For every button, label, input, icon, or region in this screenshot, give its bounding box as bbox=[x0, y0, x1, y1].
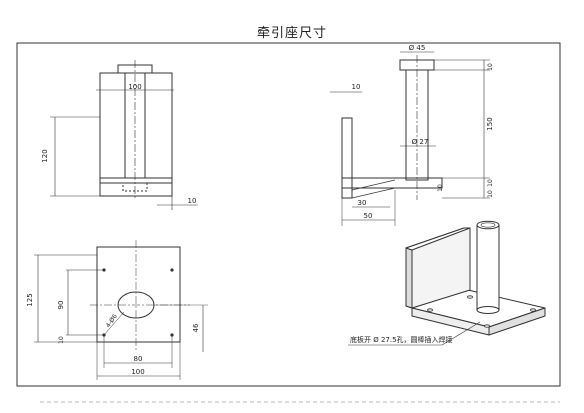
front-height-label: 120 bbox=[41, 149, 49, 162]
iso-hole bbox=[530, 308, 536, 312]
front-width-label: 100 bbox=[128, 83, 141, 91]
mount-hole bbox=[170, 333, 174, 337]
iso-hole bbox=[467, 295, 473, 299]
side-height-label: 150 bbox=[486, 117, 494, 130]
side-bottom-label-b: 10 bbox=[487, 190, 494, 198]
iso-note-leader bbox=[441, 321, 481, 346]
iso-note: 底板开 Ø 27.5孔，圆棒插入焊接 bbox=[350, 335, 453, 344]
iso-hole bbox=[484, 324, 490, 328]
front-hidden-hole bbox=[122, 182, 148, 192]
drawing-frame bbox=[16, 42, 561, 387]
mount-hole bbox=[102, 268, 106, 272]
side-wall-label: 10 bbox=[352, 83, 361, 91]
iso-mount-holes bbox=[427, 295, 536, 328]
side-wall bbox=[341, 117, 353, 199]
side-gusset bbox=[351, 179, 396, 191]
bottom-center-label: 46 bbox=[192, 323, 200, 332]
mount-hole bbox=[102, 333, 106, 337]
mount-hole bbox=[170, 268, 174, 272]
iso-pin-body bbox=[476, 224, 500, 311]
bottom-hole-spacing-v-label: 90 bbox=[57, 301, 65, 310]
iso-plate-right bbox=[488, 307, 546, 336]
bottom-hole-spacing-h-label: 80 bbox=[134, 355, 143, 363]
side-top-label: 10 bbox=[487, 63, 494, 71]
iso-pin-base bbox=[476, 306, 500, 314]
bottom-view bbox=[34, 240, 208, 380]
drawing-title: 牵引座尺寸 bbox=[256, 26, 327, 41]
side-plate bbox=[341, 177, 443, 189]
iso-wall-top bbox=[405, 227, 471, 251]
side-pin-dia-label: Ø 45 bbox=[409, 44, 426, 52]
iso-pin-top bbox=[476, 220, 500, 230]
front-base-block bbox=[99, 182, 173, 197]
side-tube-dia-label: Ø 27 bbox=[412, 138, 429, 146]
iso-pin-top-ring bbox=[480, 222, 496, 228]
bottom-height-label: 125 bbox=[26, 293, 34, 306]
iso-wall-edge bbox=[405, 247, 413, 309]
bottom-hole-leader bbox=[103, 311, 125, 336]
side-bottom-label-a: 10 bbox=[487, 179, 494, 187]
bottom-width-label: 100 bbox=[131, 368, 144, 376]
front-plate-label: 10 bbox=[188, 197, 197, 205]
side-inner-label: 30 bbox=[358, 199, 367, 207]
bottom-plate-outline bbox=[96, 246, 181, 343]
side-view bbox=[330, 51, 490, 226]
front-view bbox=[50, 60, 198, 210]
side-outer-label: 50 bbox=[364, 212, 373, 220]
side-gusset-lower bbox=[351, 187, 396, 199]
isometric-view bbox=[405, 220, 546, 336]
bottom-hole-callout: 4-Ø6 bbox=[105, 313, 119, 329]
side-plate-label: 10 bbox=[437, 184, 444, 192]
iso-hole bbox=[427, 308, 433, 312]
bottom-edge-label: 10 bbox=[58, 336, 65, 344]
bottom-mount-holes bbox=[102, 268, 174, 337]
front-base-plate bbox=[99, 177, 173, 184]
